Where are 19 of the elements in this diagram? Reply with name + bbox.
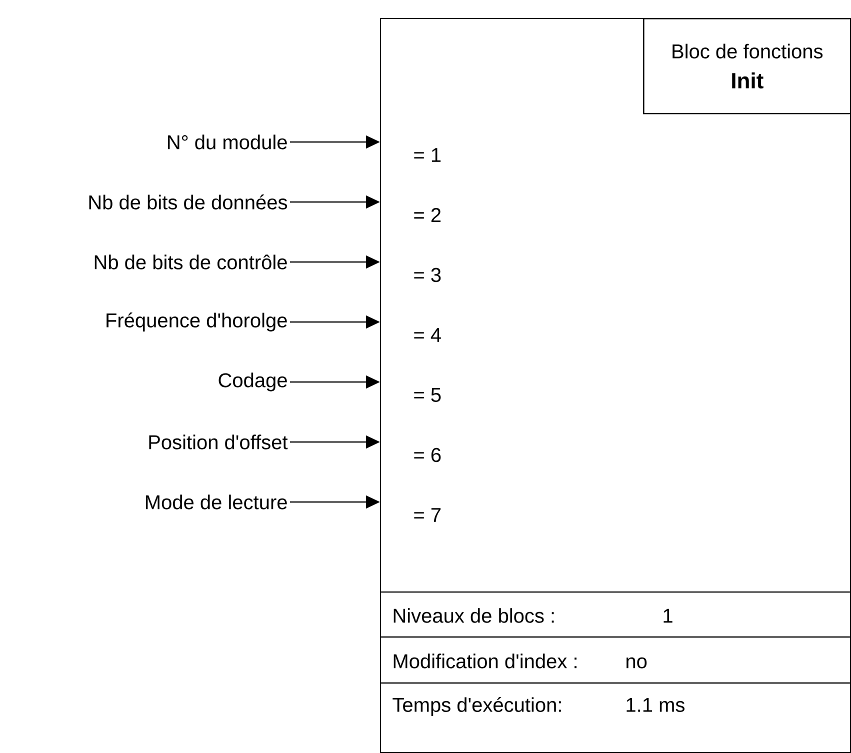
input-label: Nb de bits de contrôle	[94, 254, 287, 270]
header-box: Bloc de fonctions Init	[643, 18, 851, 114]
input-value: = 5	[414, 388, 441, 402]
input-value: = 1	[414, 148, 441, 162]
info-row: Niveaux de blocs : 1	[394, 608, 672, 623]
input-label: Mode de lecture	[146, 494, 287, 510]
info-row: Modification d'index : no	[394, 654, 647, 668]
function-block	[380, 18, 851, 753]
input-value: = 3	[414, 268, 441, 282]
input-label: Fréquence d'horolge	[106, 312, 287, 332]
info-row: Temps d'exécution: 1.1 ms	[392, 697, 684, 716]
input-value: = 2	[414, 208, 441, 222]
input-value: = 6	[414, 448, 441, 462]
input-value: = 4	[414, 328, 441, 342]
input-label: Position d'offset	[149, 434, 288, 450]
input-value: = 7	[414, 508, 441, 522]
input-label: Codage	[218, 372, 287, 392]
input-label: Nb de bits de données	[89, 194, 288, 210]
input-label: N° du module	[168, 134, 287, 150]
